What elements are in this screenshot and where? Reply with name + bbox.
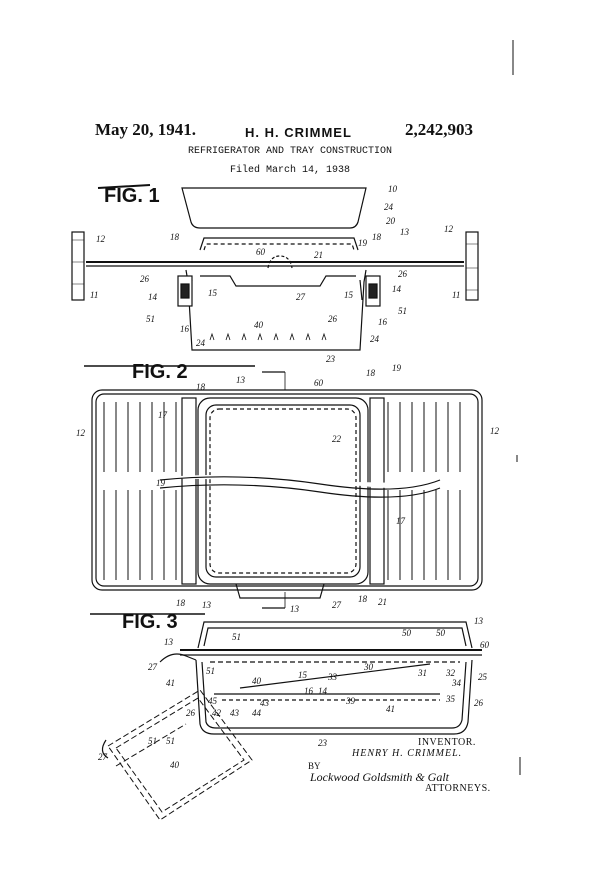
ref-numeral: 41 bbox=[386, 704, 395, 714]
ref-numeral: 12 bbox=[76, 428, 86, 438]
ref-numeral: 43 bbox=[260, 698, 270, 708]
ref-numeral: 27 bbox=[148, 662, 158, 672]
ref-numeral: 14 bbox=[148, 292, 158, 302]
ref-numeral: 11 bbox=[452, 290, 460, 300]
ref-numeral: 51 bbox=[146, 314, 155, 324]
ref-numeral: 21 bbox=[378, 597, 387, 607]
ref-numeral: 12 bbox=[490, 426, 500, 436]
by-label: BY bbox=[308, 761, 321, 771]
ref-numeral: 51 bbox=[398, 306, 407, 316]
ref-numeral: 40 bbox=[252, 676, 262, 686]
ref-numeral: 13 bbox=[236, 375, 246, 385]
ref-numeral: 19 bbox=[392, 363, 402, 373]
inventor-label: INVENTOR. bbox=[418, 737, 476, 748]
ref-numeral: 16 bbox=[378, 317, 388, 327]
ref-numeral: 26 bbox=[474, 698, 484, 708]
ref-numeral: 13 bbox=[202, 600, 212, 610]
ref-numeral: 51 bbox=[232, 632, 241, 642]
attorneys-label: ATTORNEYS. bbox=[425, 783, 491, 794]
ref-numeral: 16 bbox=[180, 324, 190, 334]
ref-numeral: 26 bbox=[186, 708, 196, 718]
ref-numeral: 22 bbox=[332, 434, 342, 444]
ref-numeral: 34 bbox=[451, 678, 462, 688]
ref-numeral: 23 bbox=[318, 738, 328, 748]
ref-numeral: 24 bbox=[196, 338, 206, 348]
ref-numeral: 27 bbox=[98, 752, 108, 762]
filed-date: Filed March 14, 1938 bbox=[229, 165, 351, 176]
ref-numeral: 42 bbox=[212, 708, 222, 718]
ref-numeral: 14 bbox=[318, 686, 328, 696]
ref-numeral: 17 bbox=[158, 410, 168, 420]
ref-numeral: 13 bbox=[164, 637, 174, 647]
ref-numeral: 27 bbox=[296, 292, 306, 302]
figure-3: FIG. 3 bbox=[90, 611, 482, 821]
ref-numeral: 11 bbox=[90, 290, 98, 300]
ref-numeral: 18 bbox=[170, 232, 180, 242]
patent-title: REFRIGERATOR AND TRAY CONSTRUCTION bbox=[187, 146, 393, 157]
ref-numeral: 15 bbox=[344, 290, 354, 300]
ref-numeral: 19 bbox=[156, 478, 166, 488]
ref-numeral: 17 bbox=[396, 516, 406, 526]
ref-numeral: 13 bbox=[474, 616, 484, 626]
patent-number: 2,242,903 bbox=[405, 120, 473, 139]
ref-numeral: 43 bbox=[230, 708, 240, 718]
inventor-name: HENRY H. CRIMMEL. bbox=[352, 748, 463, 759]
ref-numeral: 15 bbox=[208, 288, 218, 298]
ref-numeral: 60 bbox=[480, 640, 490, 650]
ref-numeral: 51 bbox=[166, 736, 175, 746]
ref-numeral: 13 bbox=[290, 604, 300, 614]
ref-numeral: 51 bbox=[206, 666, 215, 676]
inventor-header: H. H. CRIMMEL bbox=[245, 125, 352, 140]
ref-numeral: 16 bbox=[304, 686, 314, 696]
ref-numeral: 32 bbox=[445, 668, 456, 678]
fig3-label: FIG. 3 bbox=[122, 611, 178, 633]
ref-numeral: 21 bbox=[314, 250, 323, 260]
figure-2: FIG. 2 bbox=[84, 361, 483, 609]
ref-numeral: 10 bbox=[388, 184, 398, 194]
ref-numeral: 33 bbox=[327, 672, 338, 682]
ref-numeral: 18 bbox=[372, 232, 382, 242]
ref-numeral: 45 bbox=[208, 696, 218, 706]
ref-numeral: 50 bbox=[436, 628, 446, 638]
ref-numeral: 31 bbox=[417, 668, 427, 678]
ref-numeral: 51 bbox=[148, 736, 157, 746]
fig1-label: FIG. 1 bbox=[104, 185, 160, 207]
ref-numeral: 26 bbox=[398, 269, 408, 279]
ref-numeral: 50 bbox=[402, 628, 412, 638]
attorney-signature: Lockwood Goldsmith & Galt bbox=[310, 770, 450, 784]
fig2-label: FIG. 2 bbox=[132, 361, 188, 383]
ref-numeral: 35 bbox=[445, 694, 456, 704]
ref-numeral: 60 bbox=[256, 247, 266, 257]
ref-numeral: 24 bbox=[384, 202, 394, 212]
ref-numeral: 60 bbox=[314, 378, 324, 388]
ref-numeral: 26 bbox=[140, 274, 150, 284]
ref-numeral: 39 bbox=[345, 696, 356, 706]
ref-numeral: 40 bbox=[254, 320, 264, 330]
ref-numeral: 12 bbox=[96, 234, 106, 244]
ref-numeral: 15 bbox=[298, 670, 308, 680]
ref-numeral: 19 bbox=[358, 238, 368, 248]
ref-numeral: 27 bbox=[332, 600, 342, 610]
ref-numeral: 44 bbox=[252, 708, 262, 718]
ref-numeral: 14 bbox=[392, 284, 402, 294]
ref-numeral: 26 bbox=[328, 314, 338, 324]
ref-numeral: 12 bbox=[444, 224, 454, 234]
ref-numeral: 30 bbox=[363, 662, 374, 672]
ref-numeral: 40 bbox=[170, 760, 180, 770]
ref-numeral: 20 bbox=[386, 216, 396, 226]
ref-numeral: 18 bbox=[358, 594, 368, 604]
ref-numeral: 18 bbox=[196, 382, 206, 392]
ref-numeral: 13 bbox=[400, 227, 410, 237]
ref-numeral: 18 bbox=[366, 368, 376, 378]
patent-date: May 20, 1941. bbox=[95, 120, 197, 139]
figure-1: FIG. 1 bbox=[71, 184, 479, 351]
ref-numeral: 18 bbox=[176, 598, 186, 608]
ref-numeral: 25 bbox=[478, 672, 488, 682]
ref-numeral: 41 bbox=[166, 678, 175, 688]
ref-numeral: 24 bbox=[370, 334, 380, 344]
ref-numeral: 23 bbox=[326, 354, 336, 364]
